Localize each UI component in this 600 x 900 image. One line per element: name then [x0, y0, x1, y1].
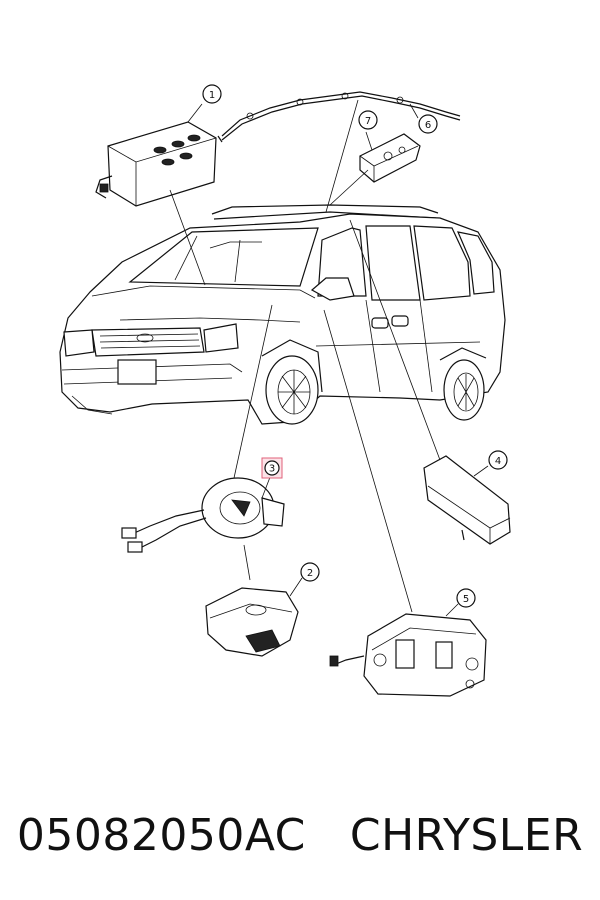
callout-2-label: 2	[307, 568, 313, 579]
callout-3-label: 3	[269, 464, 275, 475]
callout-4: 4	[488, 450, 508, 470]
callout-1-label: 1	[209, 90, 215, 101]
parts-diagram: 1 2 3 4 5 6 7	[59, 84, 511, 697]
callout-4-label: 4	[495, 456, 501, 467]
callout-2: 2	[300, 562, 320, 582]
part-4-side-airbag	[423, 455, 511, 545]
callout-6-label: 6	[425, 120, 431, 131]
callout-7-label: 7	[365, 116, 371, 127]
callout-1: 1	[202, 84, 222, 104]
part-6-curtain-airbag	[217, 91, 461, 143]
callout-6: 6	[418, 114, 438, 134]
part-5-control-module	[329, 613, 487, 697]
callout-7: 7	[358, 110, 378, 130]
minivan-illustration	[59, 204, 506, 425]
part-3-clockspring	[121, 477, 285, 553]
brand-name: CHRYSLER	[349, 809, 584, 861]
part-1-passenger-airbag	[95, 121, 217, 207]
part-caption: 05082050AC CHRYSLER	[0, 800, 600, 870]
part-number: 05082050AC	[16, 809, 306, 861]
callout-3-highlighted[interactable]: 3	[261, 457, 283, 479]
callout-5: 5	[456, 588, 476, 608]
part-2-driver-airbag	[205, 587, 299, 657]
callout-5-label: 5	[463, 594, 469, 605]
part-7-sensor	[359, 133, 421, 183]
